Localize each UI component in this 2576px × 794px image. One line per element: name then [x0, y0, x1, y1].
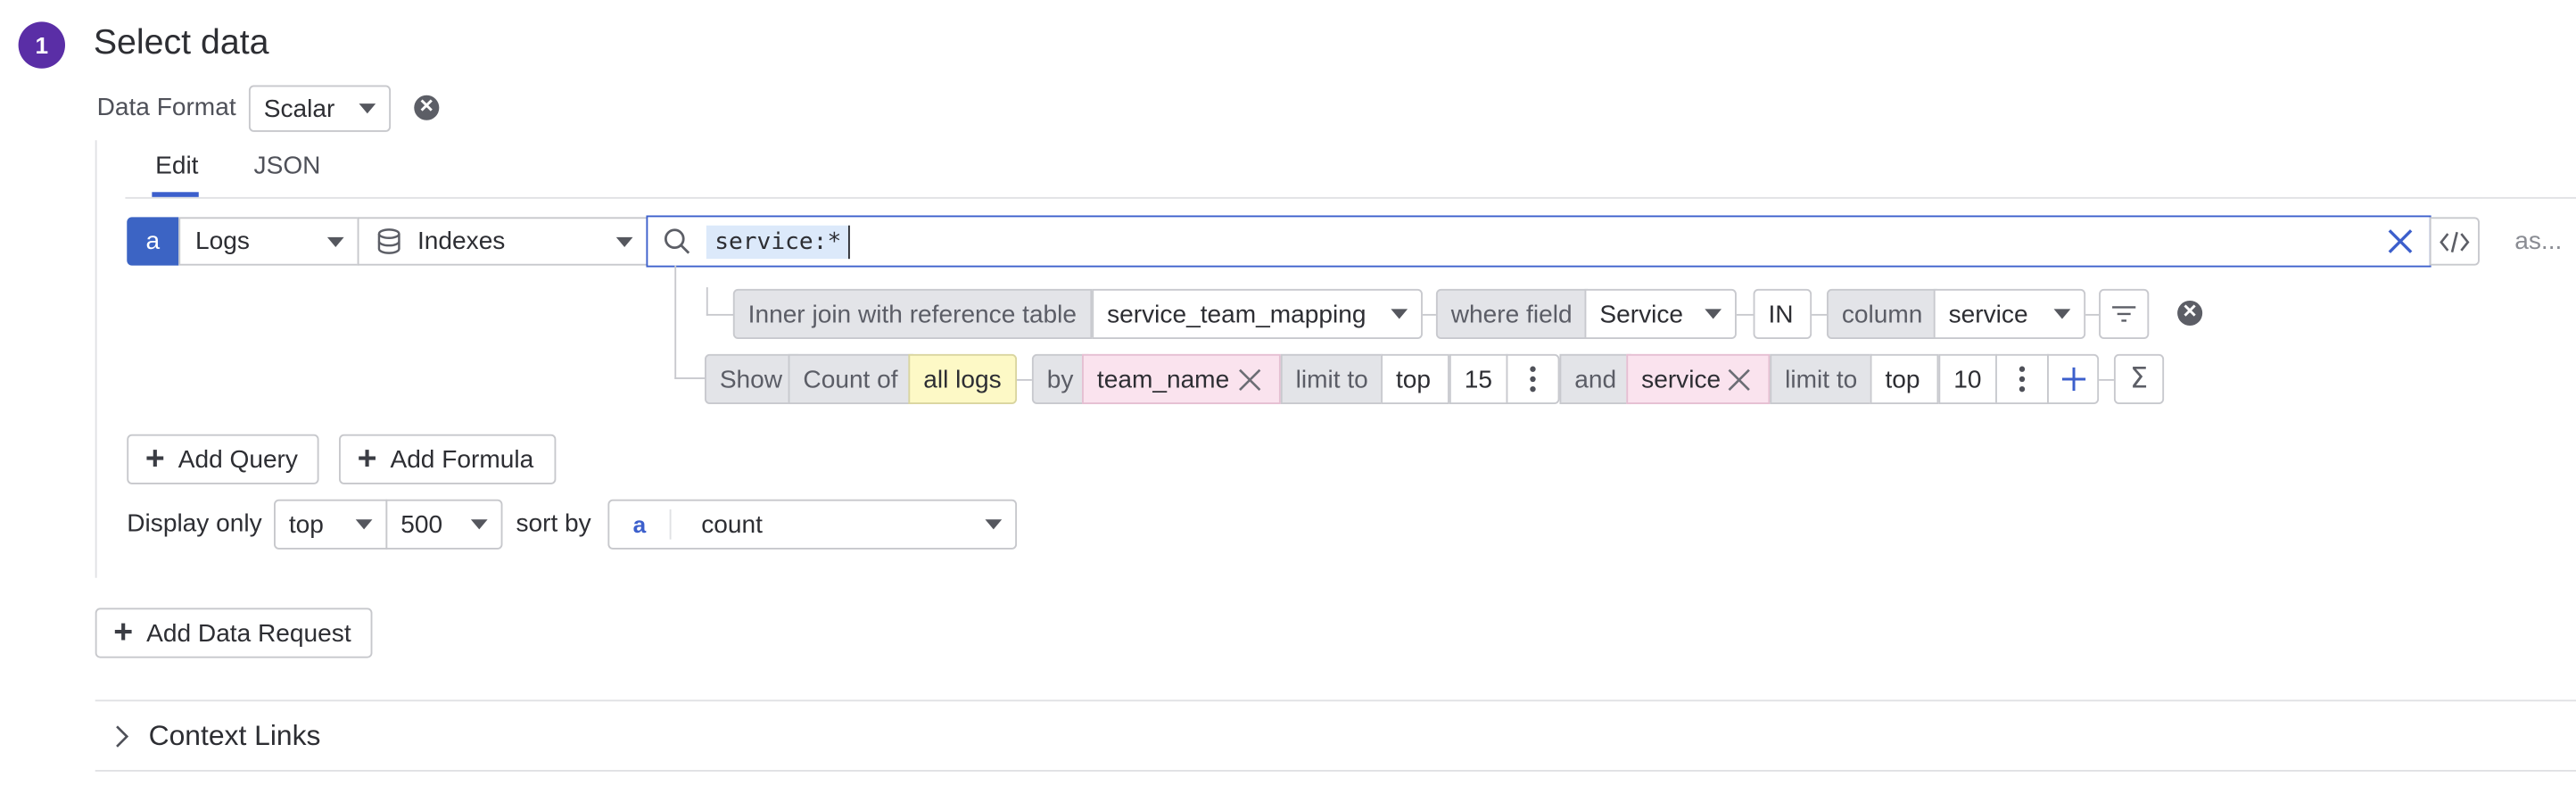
step-number-badge: 1 [18, 21, 66, 69]
group-by-value: service [1641, 365, 1721, 393]
tab-edit-active-indicator [152, 192, 199, 197]
search-query-text: service:* [706, 225, 850, 260]
limit-direction[interactable]: top [1381, 353, 1449, 405]
more-options-icon[interactable] [1506, 353, 1560, 405]
section-title: Select data [93, 23, 269, 62]
add-query-button[interactable]: + Add Query [127, 434, 320, 484]
data-format-label: Data Format [96, 93, 236, 122]
reference-table-select[interactable]: service_team_mapping [1092, 288, 1423, 340]
database-icon [376, 227, 402, 256]
sort-by-value: count [701, 509, 763, 539]
index-value: Indexes [417, 227, 506, 256]
add-group-icon[interactable] [2047, 353, 2100, 405]
remove-group-icon[interactable] [1727, 368, 1752, 400]
join-operator[interactable]: IN [1753, 288, 1812, 340]
tree-connector [674, 265, 677, 379]
data-format-select[interactable]: Scalar [248, 85, 392, 132]
plus-icon: + [144, 441, 165, 478]
chevron-down-icon [326, 236, 344, 247]
group-by-value: team_name [1096, 365, 1230, 393]
chevron-down-icon [2053, 309, 2071, 319]
where-field-label: where field [1435, 288, 1588, 340]
limit-value-input[interactable]: 15 [1449, 353, 1508, 405]
connector-dash [1017, 378, 1032, 381]
query-letter-badge[interactable]: a [127, 217, 179, 266]
add-formula-button[interactable]: + Add Formula [339, 434, 556, 484]
join-field-value: Service [1599, 300, 1684, 328]
count-of-label: Count of [788, 353, 913, 405]
sort-query-letter: a [609, 509, 672, 540]
alias-input[interactable]: as... [2514, 227, 2563, 256]
data-format-value: Scalar [263, 94, 335, 123]
display-limit-select[interactable]: 500 [385, 499, 503, 550]
chevron-down-icon [355, 519, 373, 530]
plus-icon: + [113, 614, 134, 652]
limit-direction[interactable]: top [1870, 353, 1939, 405]
connector-dash [2099, 378, 2114, 381]
by-label: by [1031, 353, 1089, 405]
remove-group-icon[interactable] [1237, 368, 1262, 400]
add-formula-label: Add Formula [390, 444, 534, 474]
show-label: Show [704, 353, 797, 405]
join-column-value: service [1948, 300, 2028, 328]
display-direction-value: top [288, 509, 324, 539]
tab-json[interactable]: JSON [253, 152, 321, 181]
connector-dash [2085, 313, 2100, 316]
add-data-request-label: Add Data Request [146, 618, 351, 648]
remove-join-icon[interactable]: ✕ [2177, 300, 2203, 327]
remove-data-format-icon[interactable]: ✕ [414, 95, 440, 120]
chevron-down-icon [615, 236, 633, 247]
data-source-select[interactable]: Logs [178, 217, 359, 266]
join-column-select[interactable]: service [1933, 288, 2086, 340]
group-by-chip-service[interactable]: service [1626, 353, 1771, 405]
chevron-down-icon [1705, 309, 1722, 319]
chevron-down-icon [1391, 309, 1408, 319]
data-source-value: Logs [195, 227, 250, 256]
chevron-down-icon [985, 519, 1003, 530]
and-label: and [1559, 353, 1632, 405]
display-direction-select[interactable]: top [274, 499, 388, 550]
plus-icon: + [357, 441, 377, 478]
section-guide-line [95, 140, 97, 578]
sort-by-label: sort by [516, 509, 591, 538]
tab-edit[interactable]: Edit [155, 152, 199, 181]
search-icon [663, 227, 691, 264]
connector-dash [1736, 313, 1754, 316]
column-label: column [1826, 288, 1938, 340]
chevron-down-icon [470, 519, 488, 530]
divider [95, 699, 2576, 702]
more-options-icon[interactable] [1995, 353, 2049, 405]
index-select[interactable]: Indexes [357, 217, 648, 266]
connector-dash [1812, 313, 1827, 316]
filter-icon[interactable] [2099, 288, 2150, 340]
group-by-chip-team-name[interactable]: team_name [1082, 353, 1281, 405]
connector-dash [1422, 313, 1436, 316]
sort-by-select[interactable]: a count [607, 499, 1018, 550]
join-label: Inner join with reference table [732, 288, 1092, 340]
join-field-select[interactable]: Service [1584, 288, 1737, 340]
chevron-right-icon [113, 724, 129, 748]
divider [95, 769, 2576, 772]
limit-to-label: limit to [1770, 353, 1873, 405]
reference-table-value: service_team_mapping [1107, 300, 1366, 328]
tab-divider [125, 196, 2576, 199]
tree-connector [674, 377, 705, 379]
chevron-down-icon [359, 103, 376, 114]
sigma-icon[interactable]: Σ [2113, 353, 2165, 405]
add-data-request-button[interactable]: + Add Data Request [95, 608, 373, 658]
tree-connector [706, 286, 735, 316]
limit-to-label: limit to [1280, 353, 1383, 405]
context-links-toggle[interactable]: Context Links [113, 716, 320, 757]
code-view-icon[interactable] [2429, 217, 2480, 266]
clear-search-icon[interactable] [2386, 227, 2415, 264]
display-limit-value: 500 [400, 509, 443, 539]
measure-chip[interactable]: all logs [908, 353, 1017, 405]
add-query-label: Add Query [178, 444, 298, 474]
context-links-label: Context Links [148, 719, 321, 752]
limit-value-input[interactable]: 10 [1938, 353, 1997, 405]
search-input[interactable]: service:* [646, 215, 2432, 268]
display-only-label: Display only [127, 509, 262, 538]
